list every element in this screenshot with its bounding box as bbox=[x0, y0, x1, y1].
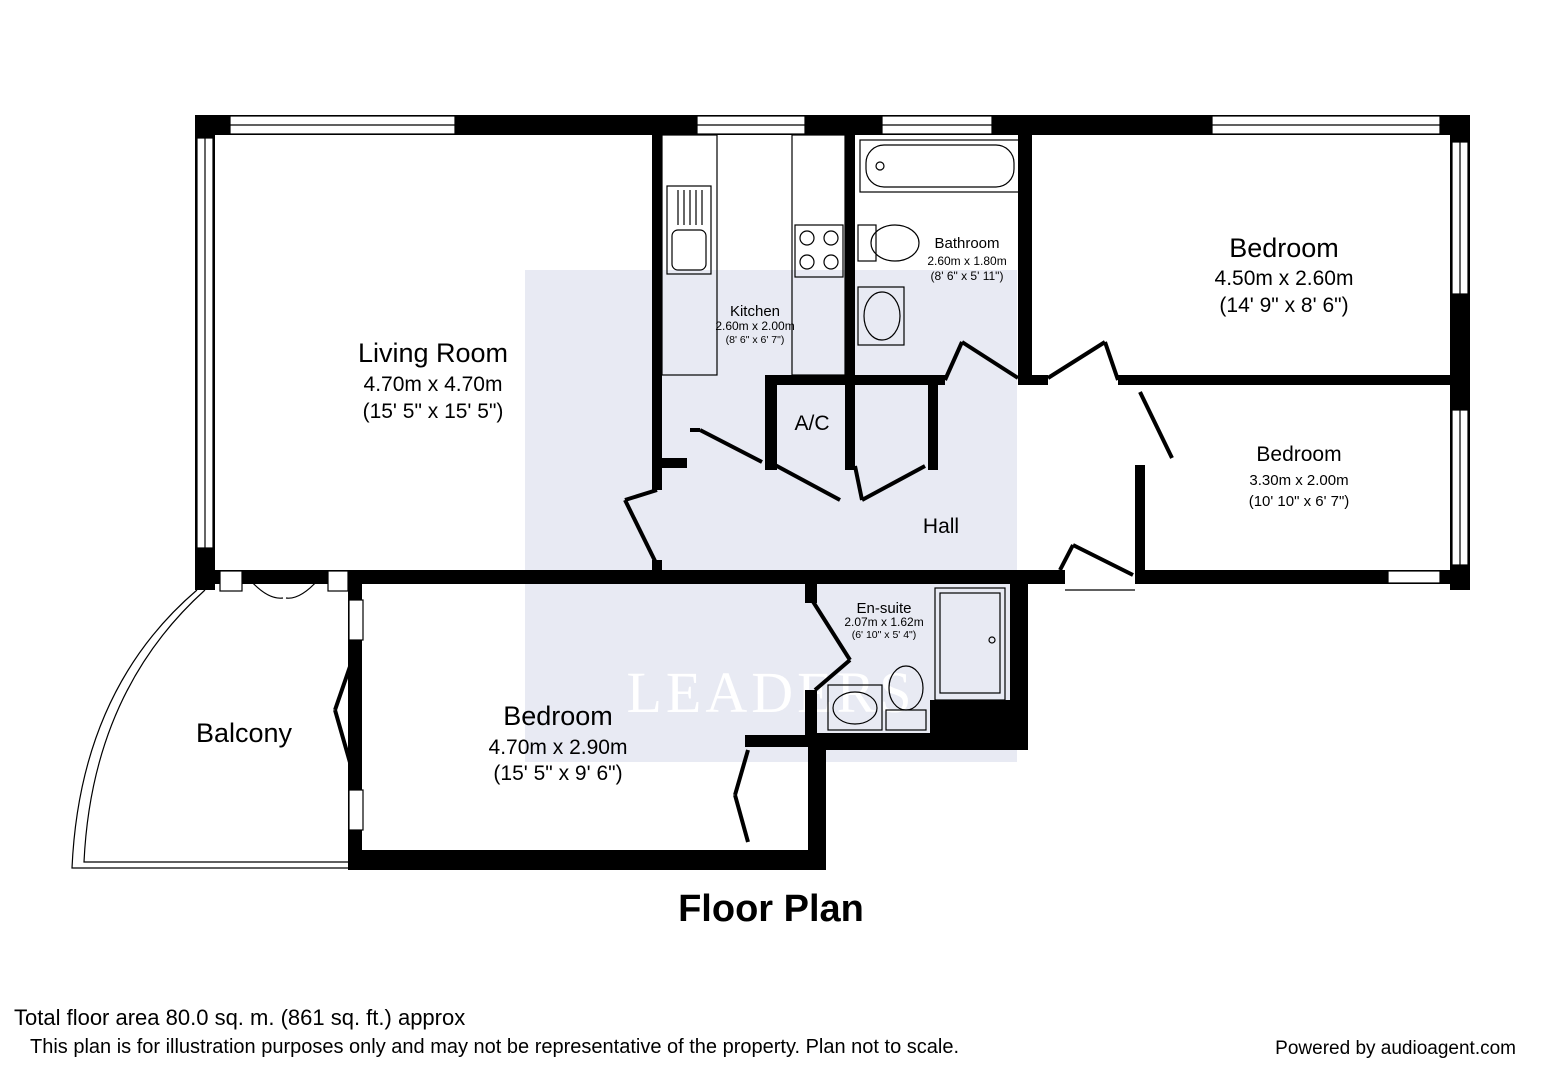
watermark-text: LEADERS bbox=[627, 660, 916, 725]
kitchen-name: Kitchen bbox=[730, 303, 780, 320]
bedroom-1-imperial: (14' 9" x 8' 6") bbox=[1219, 294, 1348, 317]
hall-label: Hall bbox=[923, 515, 959, 538]
room-labels: Living Room 4.70m x 4.70m (15' 5" x 15' … bbox=[196, 233, 1353, 785]
ac-label: A/C bbox=[794, 412, 829, 435]
powered-by-text: Powered by audioagent.com bbox=[1275, 1038, 1516, 1059]
bedroom-2-name: Bedroom bbox=[1256, 443, 1341, 466]
living-room-metric: 4.70m x 4.70m bbox=[364, 373, 503, 396]
kitchen-metric: 2.60m x 2.00m bbox=[715, 319, 794, 333]
bedroom-3-metric: 4.70m x 2.90m bbox=[489, 736, 628, 759]
bedroom-3-name: Bedroom bbox=[503, 701, 613, 731]
disclaimer-text: This plan is for illustration purposes o… bbox=[30, 1036, 960, 1058]
floor-plan-diagram: LEADERS bbox=[71, 115, 1470, 870]
fixtures bbox=[661, 134, 1021, 731]
plan-title: Floor Plan bbox=[678, 888, 864, 930]
bedroom-2-imperial: (10' 10" x 6' 7") bbox=[1249, 493, 1350, 510]
bedroom-3-imperial: (15' 5" x 9' 6") bbox=[493, 762, 622, 785]
bathroom-name: Bathroom bbox=[934, 235, 999, 252]
living-room-imperial: (15' 5" x 15' 5") bbox=[363, 400, 504, 423]
watermark-logo: LEADERS bbox=[525, 270, 1017, 762]
ensuite-name: En-suite bbox=[856, 600, 911, 617]
ensuite-metric: 2.07m x 1.62m bbox=[844, 615, 923, 629]
ensuite-imperial: (6' 10" x 5' 4") bbox=[852, 629, 917, 641]
kitchen-imperial: (8' 6" x 6' 7") bbox=[726, 334, 785, 346]
balcony-label: Balcony bbox=[196, 718, 293, 748]
doors bbox=[249, 340, 1174, 843]
windows bbox=[196, 115, 1469, 831]
bathroom-metric: 2.60m x 1.80m bbox=[927, 254, 1006, 268]
living-room-name: Living Room bbox=[358, 338, 508, 368]
bedroom-1-name: Bedroom bbox=[1229, 233, 1339, 263]
total-floor-area: Total floor area 80.0 sq. m. (861 sq. ft… bbox=[14, 1005, 466, 1030]
bedroom-1-metric: 4.50m x 2.60m bbox=[1215, 267, 1354, 290]
bathroom-imperial: (8' 6" x 5' 11") bbox=[931, 269, 1004, 283]
balcony-outline bbox=[71, 589, 348, 869]
bedroom-2-metric: 3.30m x 2.00m bbox=[1249, 472, 1348, 489]
